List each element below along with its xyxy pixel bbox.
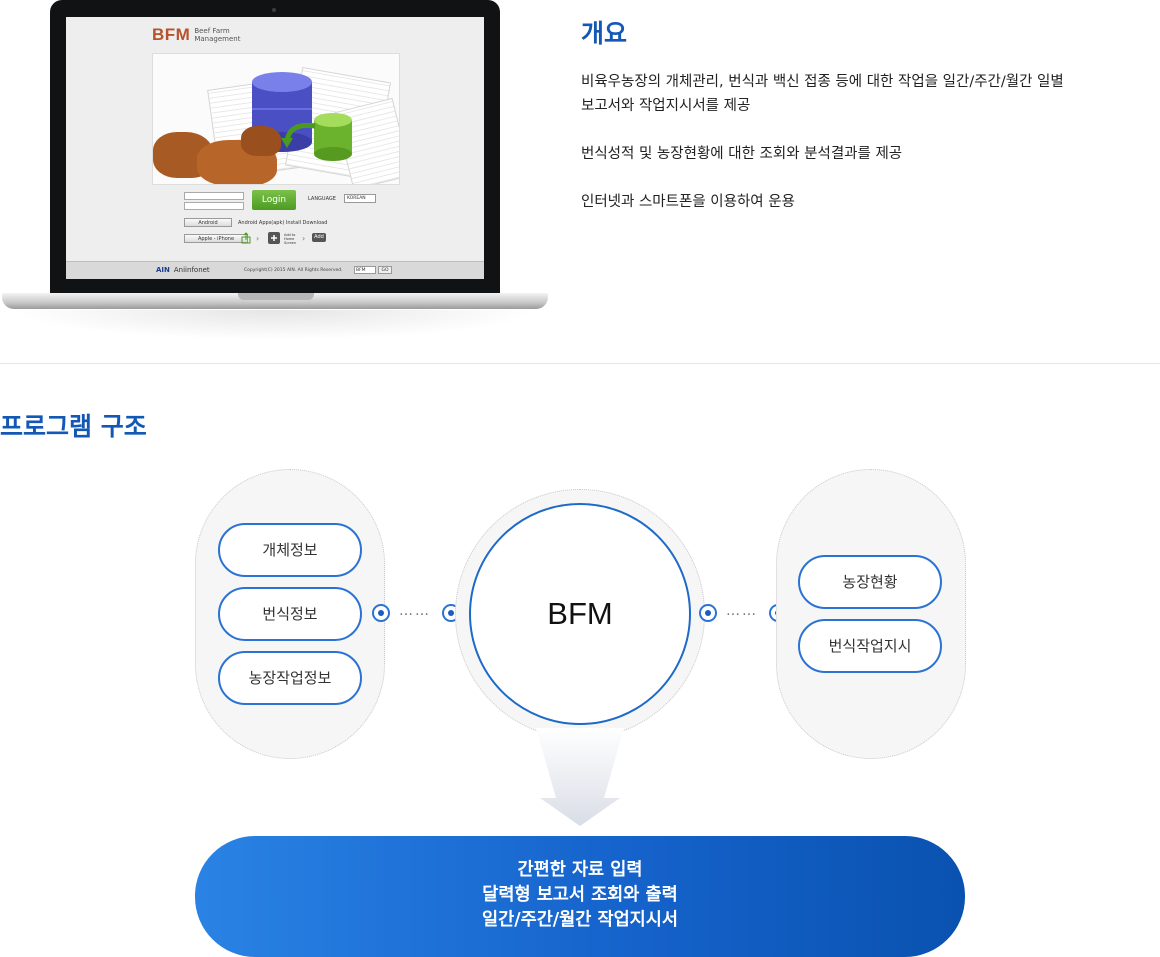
structure-title: 프로그램 구조 xyxy=(0,412,147,441)
arrow-down-icon xyxy=(536,728,624,826)
section-divider xyxy=(0,363,1160,364)
bfm-logo: BFM Beef Farm Management xyxy=(152,25,254,45)
left-item-farm-work-info: 농장작업정보 xyxy=(218,651,362,705)
sync-arrow-icon xyxy=(281,122,316,148)
go-button[interactable]: GO xyxy=(378,266,392,274)
laptop-screen: BFM Beef Farm Management xyxy=(66,17,484,279)
summary-line-2: 달력형 보고서 조회와 출력 xyxy=(482,885,678,905)
footer-company: Aniinfonet xyxy=(173,266,210,274)
connector-dot xyxy=(372,604,390,622)
login-banner-image xyxy=(152,53,400,185)
login-button[interactable]: Login xyxy=(252,190,296,210)
add-badge: Add xyxy=(312,233,326,242)
connector-dots-right: …… xyxy=(726,603,758,619)
cow-image xyxy=(241,126,281,156)
camera-icon xyxy=(272,8,276,12)
summary-line-3: 일간/주간/월간 작업지시서 xyxy=(482,910,678,930)
id-input[interactable] xyxy=(184,192,244,200)
overview-paragraph-1: 비육우농장의 개체관리, 번식과 백신 접종 등에 대한 작업을 일간/주간/월… xyxy=(581,70,1141,118)
android-button[interactable]: Android xyxy=(184,218,232,227)
right-item-breeding-work-order: 번식작업지시 xyxy=(798,619,942,673)
overview-paragraph-2: 번식성적 및 농장현황에 대한 조회와 분석결과를 제공 xyxy=(581,146,903,162)
logo-mark: BFM xyxy=(152,25,191,44)
chevron-right-icon: › xyxy=(256,234,260,243)
laptop-shadow xyxy=(10,310,540,340)
copyright-text: Copyright(C) 2015 AIN. All Rights Reserv… xyxy=(244,268,343,273)
laptop-lid: BFM Beef Farm Management xyxy=(50,0,500,296)
database-cylinder-small-icon xyxy=(314,113,352,161)
right-item-farm-status: 농장현황 xyxy=(798,555,942,609)
left-item-individual-info: 개체정보 xyxy=(218,523,362,577)
overview-p1-line2: 보고서와 작업지시서를 제공 xyxy=(581,98,751,114)
connector-dot xyxy=(699,604,717,622)
share-icon xyxy=(241,232,251,244)
footer-select[interactable]: BFM xyxy=(354,266,376,274)
left-item-breeding-info: 번식정보 xyxy=(218,587,362,641)
summary-banner: 간편한 자료 입력 달력형 보고서 조회와 출력 일간/주간/월간 작업지시서 xyxy=(195,836,965,957)
overview-title: 개요 xyxy=(581,19,628,48)
chevron-right-icon: › xyxy=(302,234,306,243)
add-home-text: Add to Home Screen xyxy=(284,233,297,245)
laptop-base xyxy=(2,293,548,309)
summary-line-1: 간편한 자료 입력 xyxy=(517,860,643,880)
laptop-mockup: BFM Beef Farm Management xyxy=(0,0,560,340)
right-group-background xyxy=(776,469,966,759)
overview-p1-line1: 비육우농장의 개체관리, 번식과 백신 접종 등에 대한 작업을 일간/주간/월… xyxy=(581,74,1064,90)
footer-logo-mark: AIN xyxy=(156,266,170,274)
laptop-notch xyxy=(238,293,314,300)
logo-subtitle: Beef Farm Management xyxy=(194,27,241,43)
add-home-icon xyxy=(268,232,280,244)
overview-paragraph-3: 인터넷과 스마트폰을 이용하여 운용 xyxy=(581,194,795,210)
iphone-button[interactable]: Apple - iPhone xyxy=(184,234,248,243)
language-label: LANGUAGE xyxy=(308,196,336,202)
password-input[interactable] xyxy=(184,202,244,210)
connector-dots-left: …… xyxy=(399,603,431,619)
android-download-text[interactable]: Android Apps(apk) Install Download xyxy=(238,220,328,226)
center-bfm-circle: BFM xyxy=(469,503,691,725)
language-select[interactable]: KOREAN xyxy=(344,194,376,203)
